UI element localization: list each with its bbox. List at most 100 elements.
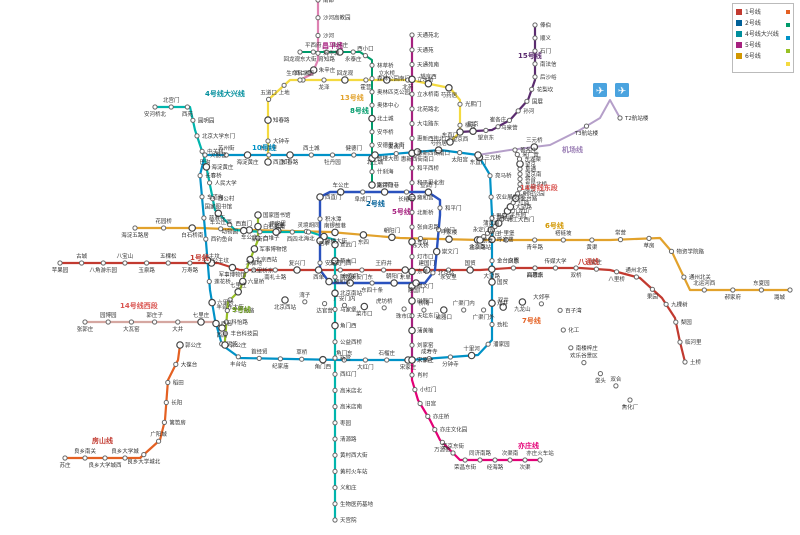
station-marker[interactable]	[105, 319, 111, 325]
station-marker[interactable]	[369, 142, 375, 148]
station-marker[interactable]	[483, 127, 489, 133]
station-marker[interactable]	[199, 194, 205, 200]
station-marker[interactable]	[332, 274, 338, 280]
station-marker[interactable]	[516, 156, 523, 162]
station-marker[interactable]	[369, 129, 375, 135]
station-marker[interactable]	[499, 303, 508, 311]
station-marker[interactable]	[409, 313, 415, 319]
station-marker[interactable]	[573, 265, 579, 271]
station-marker[interactable]	[360, 189, 366, 195]
station-marker[interactable]	[368, 181, 376, 189]
station-marker[interactable]	[227, 297, 233, 303]
station-marker[interactable]	[254, 222, 262, 231]
station-marker[interactable]	[286, 151, 294, 159]
station-marker[interactable]	[617, 237, 624, 243]
station-marker[interactable]	[390, 279, 398, 287]
legend-item-line6[interactable]: 6号线	[736, 50, 790, 61]
station-marker[interactable]	[239, 226, 248, 235]
station-marker[interactable]	[507, 457, 513, 463]
station-marker[interactable]	[336, 188, 345, 196]
station-marker[interactable]	[401, 306, 407, 312]
station-marker[interactable]	[266, 96, 272, 103]
station-marker[interactable]	[341, 357, 347, 363]
station-marker[interactable]	[210, 196, 216, 202]
station-marker[interactable]	[57, 260, 63, 266]
station-marker[interactable]	[515, 191, 521, 197]
station-marker[interactable]	[218, 226, 224, 232]
station-marker[interactable]	[324, 49, 330, 55]
station-marker[interactable]	[589, 237, 595, 243]
station-marker[interactable]	[614, 269, 620, 275]
station-marker[interactable]	[310, 49, 316, 55]
station-marker[interactable]	[434, 146, 443, 154]
station-marker[interactable]	[529, 86, 535, 92]
station-marker[interactable]	[122, 260, 128, 266]
station-marker[interactable]	[346, 279, 355, 287]
station-marker[interactable]	[409, 165, 415, 171]
station-marker[interactable]	[424, 188, 433, 197]
station-marker[interactable]	[350, 49, 356, 55]
station-marker[interactable]	[489, 215, 495, 221]
station-marker[interactable]	[409, 121, 415, 127]
station-marker[interactable]	[315, 15, 321, 21]
station-marker[interactable]	[122, 455, 128, 461]
station-marker[interactable]	[322, 301, 328, 307]
station-marker[interactable]	[156, 438, 162, 444]
station-marker[interactable]	[488, 235, 496, 244]
station-marker[interactable]	[627, 397, 633, 403]
station-marker[interactable]	[445, 267, 452, 273]
station-marker[interactable]	[332, 306, 338, 312]
station-marker[interactable]	[79, 260, 85, 266]
station-marker[interactable]	[297, 49, 303, 55]
route-yizhuang[interactable]	[410, 358, 542, 462]
station-marker[interactable]	[477, 457, 483, 463]
station-marker[interactable]	[197, 173, 203, 179]
station-marker[interactable]	[197, 318, 205, 326]
station-marker[interactable]	[371, 151, 379, 159]
station-marker[interactable]	[299, 356, 305, 362]
legend-item-line4[interactable]: 4号线大兴线	[736, 28, 790, 39]
station-marker[interactable]	[487, 173, 493, 179]
station-marker[interactable]	[730, 287, 736, 293]
station-marker[interactable]	[199, 148, 205, 154]
station-marker[interactable]	[517, 181, 523, 187]
station-marker[interactable]	[187, 260, 193, 266]
station-marker[interactable]	[203, 256, 212, 265]
station-marker[interactable]	[413, 148, 422, 156]
station-marker[interactable]	[522, 457, 528, 463]
station-marker[interactable]	[202, 163, 211, 171]
station-marker[interactable]	[393, 151, 399, 157]
station-marker[interactable]	[633, 274, 640, 280]
station-marker[interactable]	[409, 180, 415, 186]
station-marker[interactable]	[214, 209, 223, 218]
station-marker[interactable]	[277, 356, 283, 362]
station-marker[interactable]	[409, 91, 415, 97]
station-marker[interactable]	[234, 287, 243, 296]
station-marker[interactable]	[408, 297, 416, 305]
station-marker[interactable]	[568, 345, 574, 351]
station-marker[interactable]	[425, 413, 431, 419]
station-marker[interactable]	[289, 229, 295, 235]
station-marker[interactable]	[481, 234, 487, 240]
station-marker[interactable]	[223, 319, 229, 325]
station-marker[interactable]	[325, 277, 333, 286]
station-marker[interactable]	[436, 227, 442, 233]
station-marker[interactable]	[787, 287, 793, 293]
station-marker[interactable]	[613, 383, 619, 389]
station-marker[interactable]	[673, 319, 679, 325]
station-marker[interactable]	[235, 354, 241, 360]
station-marker[interactable]	[388, 233, 396, 242]
station-marker[interactable]	[532, 22, 538, 28]
station-marker[interactable]	[515, 108, 521, 114]
station-marker[interactable]	[424, 79, 433, 88]
station-marker[interactable]	[369, 89, 375, 95]
station-marker[interactable]	[408, 326, 416, 335]
station-marker[interactable]	[144, 260, 150, 266]
station-marker[interactable]	[194, 133, 200, 139]
station-marker[interactable]	[251, 267, 257, 273]
station-marker[interactable]	[82, 455, 88, 461]
station-marker[interactable]	[412, 387, 418, 393]
station-marker[interactable]	[359, 267, 365, 273]
legend-item-line2[interactable]: 2号线	[736, 17, 790, 28]
station-marker[interactable]	[212, 319, 220, 328]
